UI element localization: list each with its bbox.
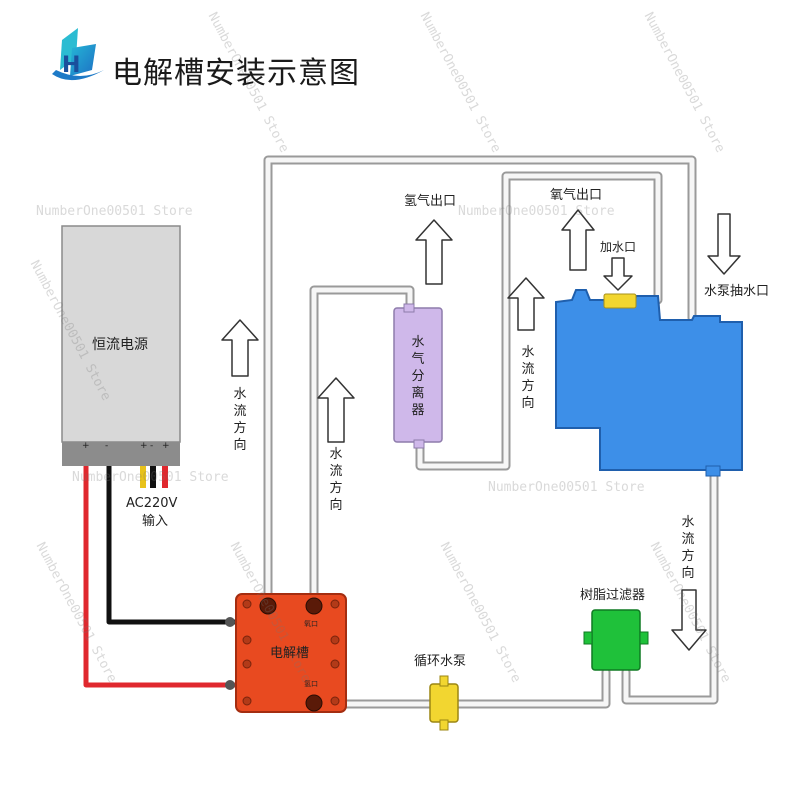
flow-direction-label-separator: 水流方向 [521,345,535,411]
power-wires [82,449,236,688]
separator-label: 水气分离器 [411,335,425,418]
svg-text:-: - [105,441,108,451]
ac-input-sub-label: 输入 [142,514,169,529]
filter-label: 树脂过滤器 [580,588,646,603]
svg-text:-: - [150,441,153,451]
ac-input-label: AC220V [126,496,178,511]
flow-direction-label-right: 水流方向 [681,515,695,581]
fill-port-label: 加水口 [600,240,637,254]
page-title: 电解槽安装示意图 [112,56,360,91]
svg-text:H: H [62,53,80,78]
pump-inlet-label: 水泵抽水口 [704,284,770,299]
svg-text:+: + [162,441,170,451]
electrolyzer-port-top-label: 氧口 [304,620,318,628]
electrolyzer-label: 电解槽 [270,646,310,661]
electrolyzer [225,593,347,713]
water-gas-separator [393,303,443,449]
pump-label: 循环水泵 [414,654,467,669]
power-supply-label: 恒流电源 [92,337,148,353]
arrow-up-oxygen [561,209,595,271]
electrolyzer-port-bottom-label: 氢口 [304,680,318,688]
oxygen-outlet-label: 氧气出口 [550,188,603,203]
arrow-up-left [221,319,259,377]
arrow-down-pump-inlet [707,213,741,275]
svg-text:+: + [140,441,148,451]
arrow-up-hydrogen [415,219,453,285]
flow-direction-label-mid: 水流方向 [329,447,343,513]
flow-arrows [221,209,741,651]
circulation-pump [429,675,459,731]
water-tank [555,289,743,477]
arrow-down-right [671,589,707,651]
pipes [263,155,719,709]
logo-icon: H [52,28,104,81]
svg-text:+: + [82,441,90,451]
hydrogen-outlet-label: 氢气出口 [404,194,457,209]
flow-direction-label-left: 水流方向 [233,387,247,453]
arrow-up-mid [317,377,355,443]
arrow-down-fill [603,257,633,291]
arrow-up-separator-right [507,277,545,331]
constant-current-power-supply: +- +-+ [61,225,181,466]
resin-filter [583,609,649,671]
